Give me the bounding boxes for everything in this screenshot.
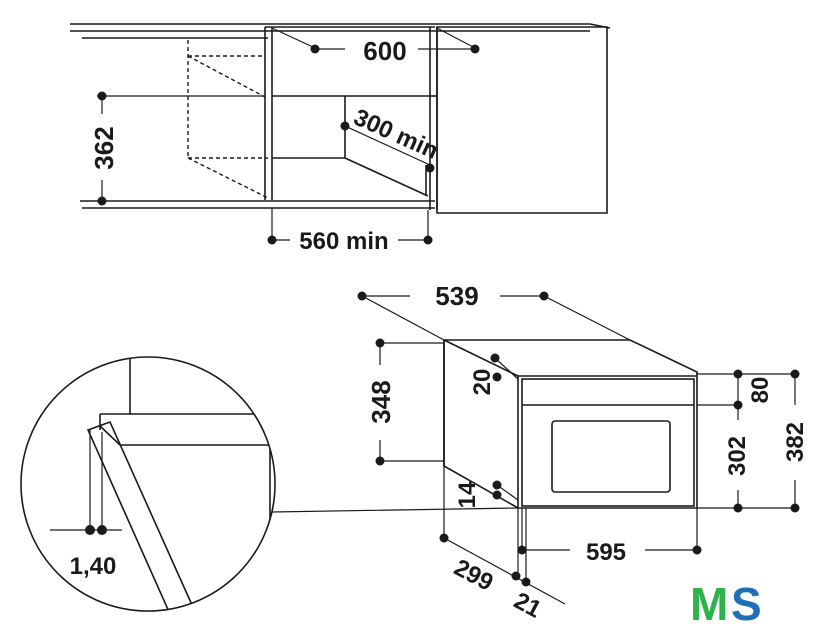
dim-21: 21 <box>509 587 545 623</box>
dim-20: 20 <box>469 369 496 396</box>
oven-view: 539 348 20 14 80 302 <box>357 281 809 624</box>
dim-382: 382 <box>782 422 809 462</box>
dim-595: 595 <box>586 539 626 566</box>
dim-299: 299 <box>450 554 498 597</box>
dim-300-min: 300 min <box>350 104 443 165</box>
logo-s: S <box>731 578 762 630</box>
logo-m: M <box>690 578 728 630</box>
dim-539: 539 <box>435 281 478 311</box>
dim-302: 302 <box>724 436 751 476</box>
dim-1-40: 1,40 <box>70 553 117 580</box>
dim-362: 362 <box>89 126 119 169</box>
cabinet-top-view: 600 362 300 min 560 min <box>70 23 611 255</box>
dim-348: 348 <box>366 380 396 423</box>
dim-80: 80 <box>747 377 774 404</box>
dim-14: 14 <box>454 481 481 508</box>
ms-logo: M S <box>690 578 762 630</box>
detail-circle: 1,40 <box>20 356 519 612</box>
dim-560-min: 560 min <box>299 228 388 255</box>
dim-600: 600 <box>363 36 406 66</box>
